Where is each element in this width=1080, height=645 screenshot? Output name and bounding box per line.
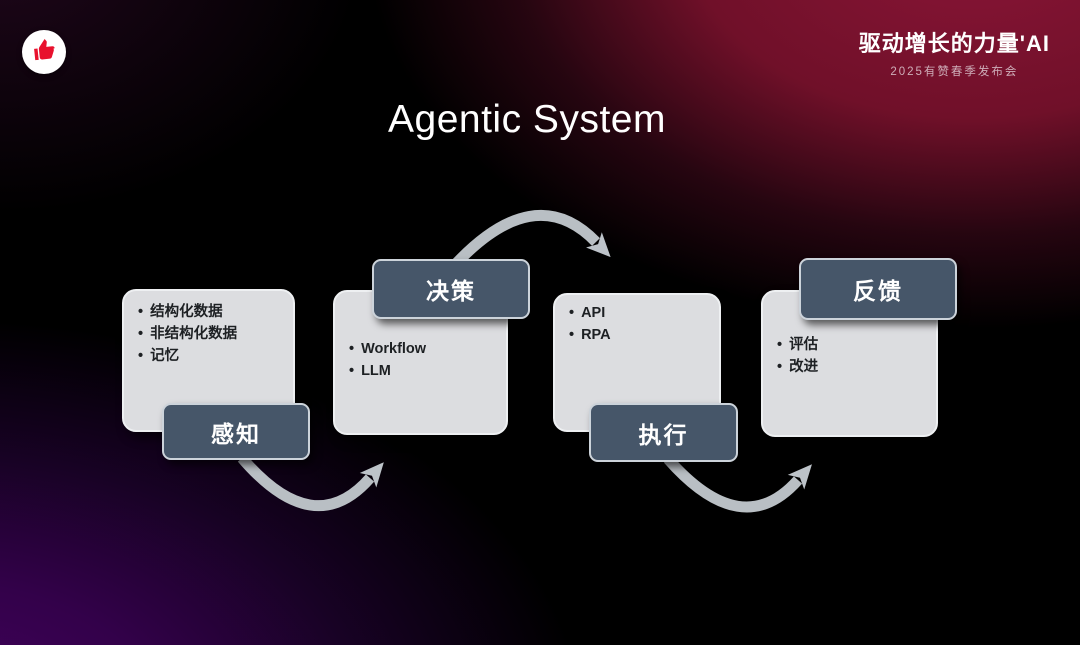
event-logo-text: 驱动增长的力量	[858, 31, 1020, 56]
list-item: RPA	[569, 324, 707, 346]
list-item: API	[569, 302, 707, 324]
event-logo-subtitle: 2025有赞春季发布会	[890, 66, 1019, 78]
arrow-perception-to-decision	[237, 454, 384, 512]
list-item: 改进	[777, 356, 924, 378]
stage-item-list: 结构化数据 非结构化数据 记忆	[138, 301, 281, 367]
stage-item-list: API RPA	[569, 302, 707, 346]
event-logo: 驱动增长的力量'AI 2025有赞春季发布会	[859, 26, 1050, 79]
stage-label-feedback: 反馈	[799, 258, 957, 320]
list-item: 非结构化数据	[138, 323, 281, 345]
list-item: Workflow	[349, 338, 494, 360]
stage-label-perception: 感知	[162, 403, 310, 460]
list-item: 结构化数据	[138, 301, 281, 323]
list-item: 记忆	[138, 345, 281, 367]
stage-item-list: Workflow LLM	[349, 338, 494, 382]
thumbs-up-icon	[31, 37, 57, 68]
list-item: 评估	[777, 334, 924, 356]
event-logo-title: 驱动增长的力量'AI	[859, 26, 1050, 58]
stage-label-execution: 执行	[589, 403, 738, 462]
list-item: LLM	[349, 360, 494, 382]
arrow-execution-to-feedback	[663, 455, 812, 513]
stage-item-list: 评估 改进	[777, 334, 924, 378]
thumbs-up-badge	[22, 30, 66, 74]
page-title: Agentic System	[388, 98, 666, 141]
stage-label-decision: 决策	[372, 259, 530, 319]
event-logo-ai-suffix: 'AI	[1019, 31, 1050, 56]
